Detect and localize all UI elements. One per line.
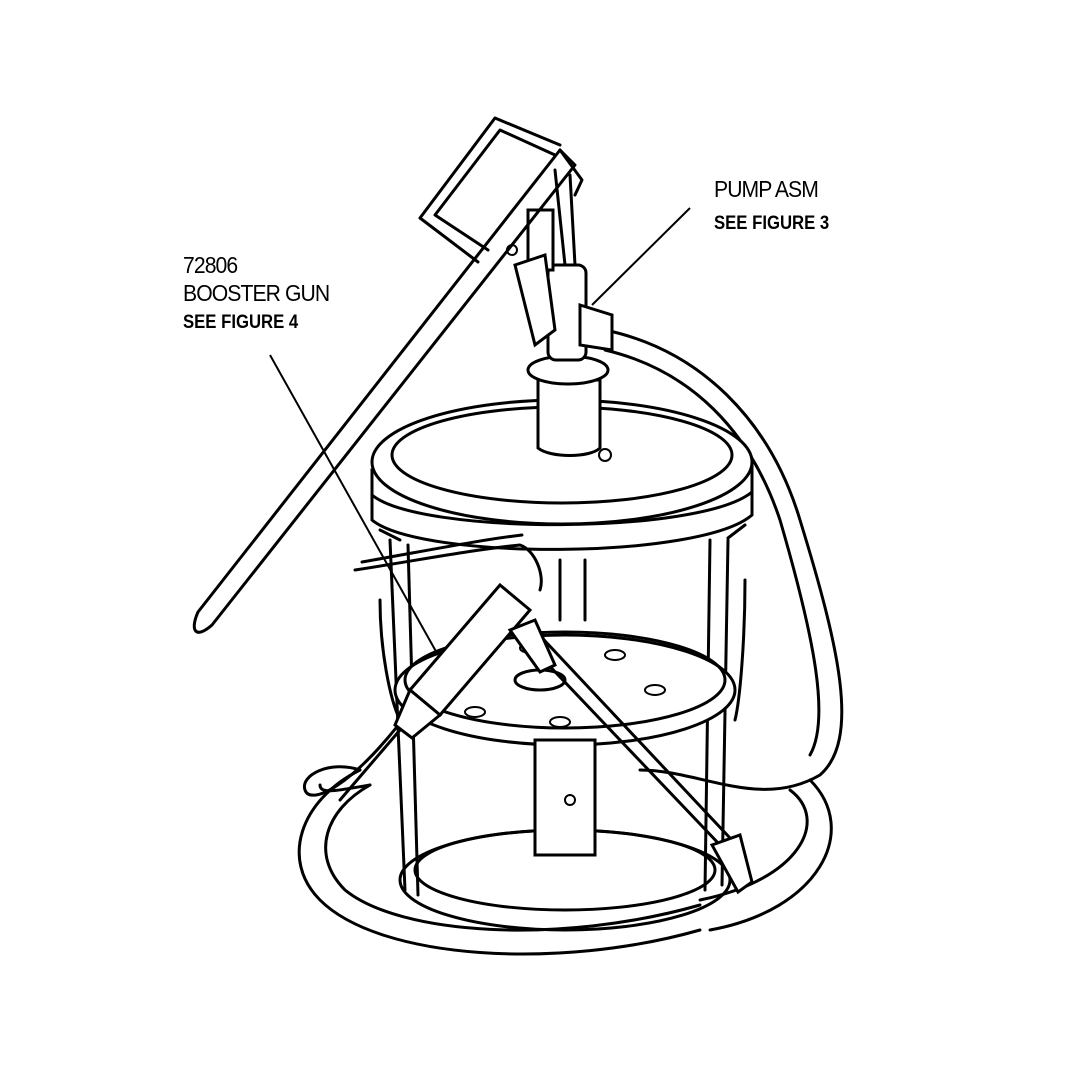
booster-gun-part-number: 72806 bbox=[183, 252, 238, 278]
booster-gun-figure-ref: SEE FIGURE 4 bbox=[183, 312, 299, 333]
pump-asm-figure-ref: SEE FIGURE 3 bbox=[714, 213, 830, 234]
grease-hose bbox=[297, 328, 844, 956]
bucket-lid bbox=[370, 398, 754, 551]
booster-gun bbox=[338, 533, 754, 895]
pump-asm-leader-line bbox=[591, 207, 691, 306]
pump-handle bbox=[192, 116, 584, 634]
booster-gun-label: BOOSTER GUN bbox=[183, 280, 330, 306]
booster-gun-leader-line bbox=[269, 354, 439, 656]
pump-assembly bbox=[513, 168, 614, 462]
pump-asm-label: PUMP ASM bbox=[714, 176, 819, 202]
